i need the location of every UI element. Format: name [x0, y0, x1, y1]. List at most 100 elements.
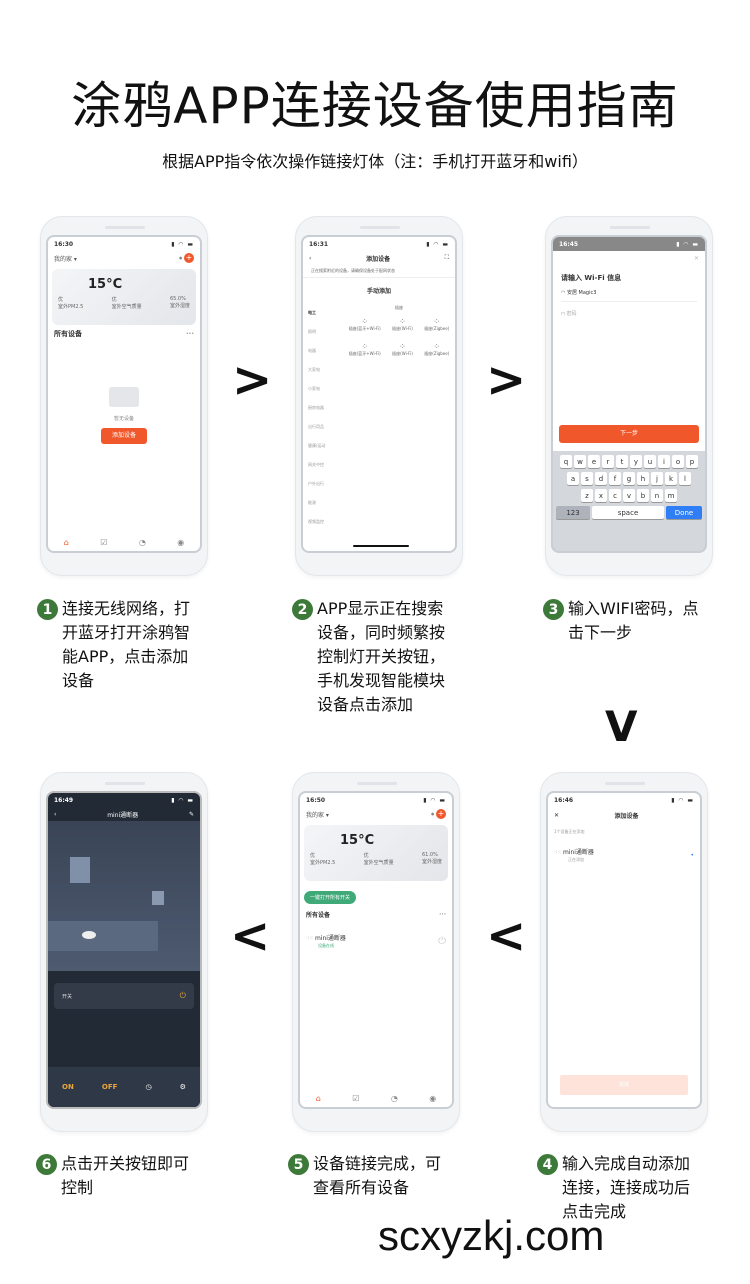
- add-icon[interactable]: +: [184, 253, 194, 263]
- wifi-screen: 16:45▮ ◠ ▬ ✕ 请输入 Wi-Fi 信息 ◠ 安居 Magic3 ⊓ …: [551, 235, 707, 553]
- key-j[interactable]: j: [651, 472, 663, 485]
- password-field[interactable]: ⊓ 密码: [561, 311, 577, 317]
- key-y[interactable]: y: [630, 455, 642, 468]
- next-button[interactable]: 下一步: [559, 425, 699, 443]
- arrow-right-1: >: [232, 352, 273, 408]
- phone-step-4: 16:46▮ ◠ ▬ ✕添加设备 1个设备正在添加 ⁖⁖ mini通断器正在添加…: [540, 772, 708, 1132]
- control-bar: ON OFF ◷ ⚙: [48, 1067, 200, 1107]
- phone-step-3: 16:45▮ ◠ ▬ ✕ 请输入 Wi-Fi 信息 ◠ 安居 Magic3 ⊓ …: [545, 216, 713, 576]
- home-selector[interactable]: 我的家 ▾: [306, 811, 329, 819]
- add-device-button[interactable]: 添加设备: [101, 428, 147, 444]
- switch-card[interactable]: 开关⏻: [54, 983, 194, 1009]
- lock-icon: ⊓: [561, 311, 565, 317]
- key-f[interactable]: f: [609, 472, 621, 485]
- mic-icon[interactable]: ⏺: [431, 811, 435, 818]
- key-g[interactable]: g: [623, 472, 635, 485]
- key-p[interactable]: p: [686, 455, 698, 468]
- key-w[interactable]: w: [574, 455, 586, 468]
- close-icon[interactable]: ✕: [554, 811, 560, 819]
- tab-scene[interactable]: ☑: [100, 538, 108, 547]
- arrow-left-1: <: [230, 908, 271, 964]
- power-icon[interactable]: ⏻: [438, 935, 446, 947]
- key-q[interactable]: q: [560, 455, 572, 468]
- key-e[interactable]: e: [588, 455, 600, 468]
- arrow-right-2: >: [486, 352, 527, 408]
- page-title: 涂鸦APP连接设备使用指南: [71, 77, 679, 135]
- tab-me[interactable]: ◉: [177, 538, 185, 547]
- key-s[interactable]: s: [581, 472, 593, 485]
- category-list: 电工照明电器大家电小家电厨房电器出行用品健康/运动网关中控户外出行能源视频监控: [308, 310, 326, 524]
- scan-icon[interactable]: ⛶: [444, 254, 449, 261]
- key-x[interactable]: x: [595, 489, 607, 502]
- device-socket[interactable]: ⁘插座(Zigbee): [424, 317, 450, 331]
- timer-icon[interactable]: ◷: [145, 1083, 152, 1091]
- key-l[interactable]: l: [679, 472, 691, 485]
- key-z[interactable]: z: [581, 489, 593, 502]
- status-time: 16:30: [54, 240, 74, 248]
- add-device-screen: 16:31▮ ◠ ▬ ‹添加设备⛶ 正在搜索附近的设备，请确保设备处于配网状态 …: [301, 235, 457, 553]
- back-icon[interactable]: ‹: [309, 254, 312, 262]
- power-icon[interactable]: ⏻: [179, 991, 186, 1000]
- key-k[interactable]: k: [665, 472, 677, 485]
- device-row[interactable]: ⁖⁖ mini通断器设备在线⏻: [306, 935, 446, 948]
- key-c[interactable]: c: [609, 489, 621, 502]
- wifi-ssid-field[interactable]: ◠ 安居 Magic3: [561, 289, 697, 302]
- key-t[interactable]: t: [616, 455, 628, 468]
- device-socket[interactable]: ⁘插座(Wi-Fi): [392, 317, 413, 331]
- mic-icon[interactable]: ⏺: [179, 255, 183, 262]
- key-o[interactable]: o: [672, 455, 684, 468]
- key-m[interactable]: m: [665, 489, 677, 502]
- device-row: ⁖⁖ mini通断器正在添加•: [554, 849, 694, 862]
- key-h[interactable]: h: [637, 472, 649, 485]
- loading-icon: •: [690, 851, 694, 859]
- key-n[interactable]: n: [651, 489, 663, 502]
- search-tip: 正在搜索附近的设备，请确保设备处于配网状态: [303, 265, 455, 278]
- key-d[interactable]: d: [595, 472, 607, 485]
- key-v[interactable]: v: [623, 489, 635, 502]
- website-url: scxyzkj.com: [378, 1212, 605, 1259]
- back-icon[interactable]: ‹: [54, 810, 57, 818]
- arrow-down: V: [605, 702, 638, 751]
- settings-icon[interactable]: ⚙: [179, 1083, 186, 1091]
- key-r[interactable]: r: [602, 455, 614, 468]
- turn-on-all-button[interactable]: 一键打开所有开关: [304, 891, 357, 904]
- room-illustration: [48, 821, 200, 971]
- empty-label: 暂无设备: [113, 416, 134, 422]
- on-button[interactable]: ON: [62, 1083, 74, 1091]
- all-devices-label: 所有设备: [54, 330, 82, 338]
- tab-smart[interactable]: ◔: [138, 538, 146, 547]
- empty-box-icon: [109, 387, 139, 407]
- wifi-icon: ◠: [561, 290, 566, 296]
- tab-home[interactable]: ⌂: [63, 538, 69, 547]
- home-selector[interactable]: 我的家 ▾: [54, 255, 77, 263]
- finish-button[interactable]: 完成: [560, 1075, 688, 1095]
- more-icon[interactable]: ···: [186, 330, 194, 338]
- key-a[interactable]: a: [567, 472, 579, 485]
- phone-step-2: 16:31▮ ◠ ▬ ‹添加设备⛶ 正在搜索附近的设备，请确保设备处于配网状态 …: [295, 216, 463, 576]
- add-icon[interactable]: +: [436, 809, 446, 819]
- key-i[interactable]: i: [658, 455, 670, 468]
- device-socket[interactable]: ⁘插座(蓝牙+Wi-Fi): [348, 317, 381, 331]
- edit-icon[interactable]: ✎: [188, 810, 194, 818]
- close-icon[interactable]: ✕: [693, 255, 699, 262]
- signal-wifi-battery-icon: ▮ ◠ ▬: [171, 240, 194, 248]
- phone-step-6: 16:49▮ ◠ ▬ ‹mini通断器✎ 开关⏻ ON OFF ◷ ⚙: [40, 772, 208, 1132]
- key-u[interactable]: u: [644, 455, 656, 468]
- arrow-left-2: <: [486, 908, 527, 964]
- control-screen: 16:49▮ ◠ ▬ ‹mini通断器✎ 开关⏻ ON OFF ◷ ⚙: [46, 791, 202, 1109]
- adding-screen: 16:46▮ ◠ ▬ ✕添加设备 1个设备正在添加 ⁖⁖ mini通断器正在添加…: [546, 791, 702, 1109]
- key-b[interactable]: b: [637, 489, 649, 502]
- off-button[interactable]: OFF: [101, 1083, 118, 1091]
